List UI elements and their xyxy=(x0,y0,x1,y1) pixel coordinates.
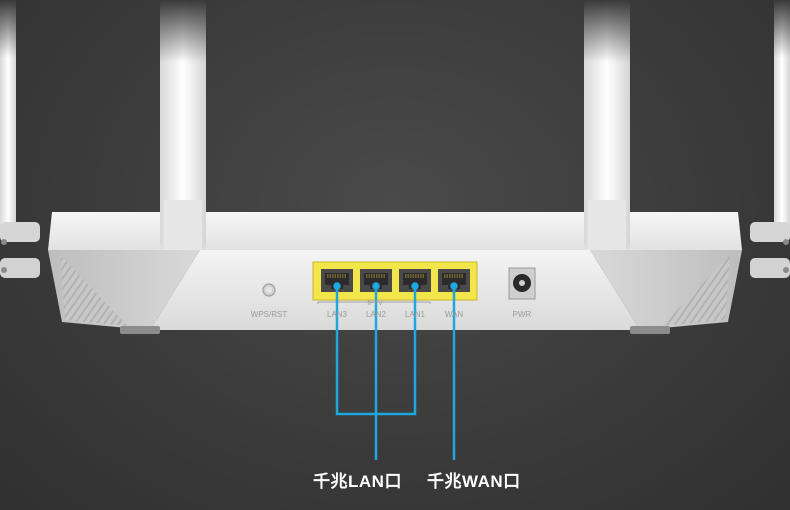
lan3-label: LAN3 xyxy=(326,310,347,319)
gigabit-lan-callout: 千兆LAN口 xyxy=(313,472,402,491)
lan3-port xyxy=(321,269,353,292)
iptv-label: IPTV xyxy=(367,300,383,307)
router-top xyxy=(48,212,742,250)
lan1-label: LAN1 xyxy=(404,310,425,319)
wps-label: WPS/RST xyxy=(250,310,288,319)
antenna-right xyxy=(584,0,630,250)
antenna-left-edge xyxy=(0,0,40,278)
wan-label: WAN xyxy=(444,310,464,319)
pwr-label: PWR xyxy=(512,310,532,319)
gigabit-wan-callout: 千兆WAN口 xyxy=(427,472,521,491)
power-jack xyxy=(508,267,536,300)
callout-lines xyxy=(333,282,458,460)
antenna-right-edge xyxy=(750,0,790,278)
antenna-left xyxy=(160,0,206,250)
lan2-label: LAN2 xyxy=(365,310,386,319)
